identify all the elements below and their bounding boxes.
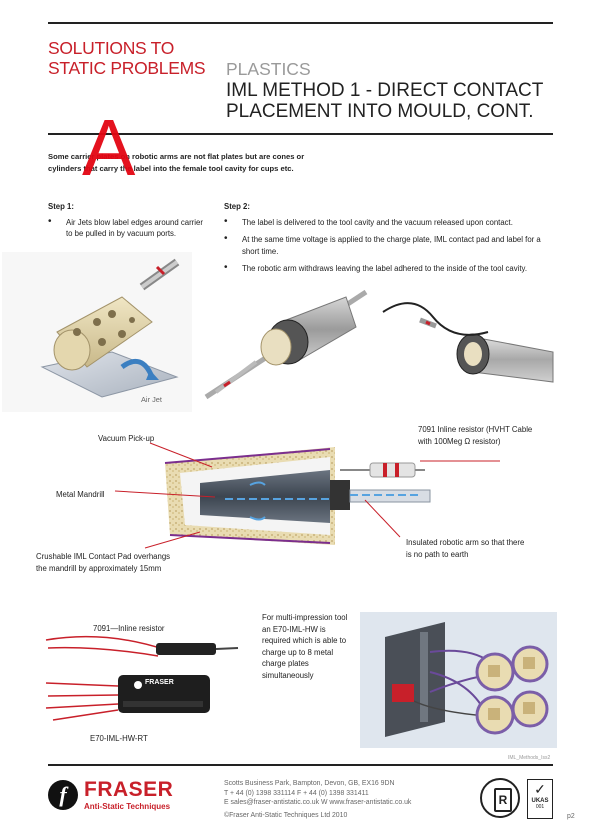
ukas-number: 001 <box>535 804 545 810</box>
address: Scotts Business Park, Bampton, Devon, GB… <box>224 780 395 787</box>
solutions-title: SOLUTIONS TO STATIC PROBLEMS <box>48 38 206 78</box>
annotation-letter-a: A <box>82 103 136 192</box>
mid-rule <box>48 133 553 135</box>
metal-mandrill-label: Metal Mandrill <box>56 490 105 499</box>
logo-sub: Anti-Static Techniques <box>84 802 171 811</box>
resistor-label: 7091 Inline resistor (HVHT Cable with 10… <box>418 424 532 447</box>
insulated-arm-label: Insulated robotic arm so that there is n… <box>406 537 524 560</box>
step2-bullet-2: At the same time voltage is applied to t… <box>224 233 554 257</box>
top-rule <box>48 22 553 24</box>
resistor-label-2: with 100Meg Ω resistor) <box>418 436 501 446</box>
title-line-1: IML METHOD 1 - DIRECT CONTACT <box>226 80 544 101</box>
step1-block: Step 1: Air Jets blow label edges around… <box>48 201 208 246</box>
step1-heading: Step 1: <box>48 202 74 211</box>
page-title: IML METHOD 1 - DIRECT CONTACT PLACEMENT … <box>226 80 543 122</box>
footer-rule <box>48 764 553 766</box>
air-jet-label: Air Jet <box>141 395 162 404</box>
solutions-line-2: STATIC PROBLEMS <box>48 58 206 78</box>
insulated-label-2: is no path to earth <box>406 549 469 559</box>
email-website: E sales@fraser-antistatic.co.uk W www.fr… <box>224 799 412 806</box>
cross-section-diagram <box>0 425 597 565</box>
intro-line-1: Some carrier plates on robotic arms are … <box>48 152 305 161</box>
company-address-block: Scotts Business Park, Bampton, Devon, GB… <box>224 779 411 820</box>
step1-bullet: Air Jets blow label edges around carrier… <box>48 216 208 240</box>
intro-line-2: cylinders that carry the label into the … <box>48 164 294 173</box>
title-line-2: PLACEMENT INTO MOULD, CONT. <box>226 101 534 122</box>
step1-list: Air Jets blow label edges around carrier… <box>48 216 208 240</box>
mandrel-mould-figure <box>196 282 376 422</box>
ukas-check-icon: ✓ <box>534 781 546 797</box>
air-jet-figure <box>2 252 192 412</box>
step2-heading: Step 2: <box>224 202 250 211</box>
step2-bullet-3: The robotic arm withdraws leaving the la… <box>224 262 554 275</box>
logo-word: FRASER <box>84 778 174 801</box>
registered-r-icon: R <box>494 788 512 812</box>
fraser-logo: f FRASER Anti-Static Techniques <box>48 778 188 816</box>
category-label: PLASTICS <box>226 59 311 79</box>
solutions-line-1: SOLUTIONS TO <box>48 38 175 58</box>
phone: T + 44 (0) 1398 331114 F + 44 (0) 1398 3… <box>224 789 369 797</box>
ukas-text: UKAS <box>531 798 549 804</box>
step2-block: Step 2: The label is delivered to the to… <box>224 201 554 281</box>
insulated-label-1: Insulated robotic arm so that there <box>406 538 525 547</box>
multi-plate-figure <box>360 612 557 748</box>
controller-unit-figure <box>38 628 258 728</box>
vacuum-pickup-label: Vacuum Pick-up <box>98 434 155 443</box>
ukas-badge: ✓ UKAS 001 <box>527 779 553 819</box>
copyright: ©Fraser Anti-Static Techniques Ltd 2010 <box>224 811 348 819</box>
step2-list: The label is delivered to the tool cavit… <box>224 216 554 275</box>
page-number: p2 <box>567 813 575 820</box>
intro-text: Some carrier plates on robotic arms are … <box>48 151 348 175</box>
quality-seal: R <box>480 778 520 818</box>
withdrawal-figure <box>378 292 563 397</box>
inline-resistor-label: 7091—Inline resistor <box>93 624 165 633</box>
controller-brand: FRASER <box>145 679 174 686</box>
multi-impression-text: For multi-impression tool an E70-IML-HW … <box>262 613 348 680</box>
contact-pad-label-2: the mandrill by approximately 15mm <box>36 563 162 573</box>
contact-pad-label-1: Crushable IML Contact Pad overhangs <box>36 552 171 561</box>
doc-ref: IML_Methods_Iss2 <box>508 755 551 761</box>
logo-icon: f <box>48 780 78 810</box>
step2-bullet-1: The label is delivered to the tool cavit… <box>224 216 554 229</box>
resistor-label-1: 7091 Inline resistor (HVHT Cable <box>418 425 533 434</box>
unit-label: E70-IML-HW-RT <box>90 734 148 743</box>
contact-pad-label: Crushable IML Contact Pad overhangs the … <box>36 551 170 574</box>
